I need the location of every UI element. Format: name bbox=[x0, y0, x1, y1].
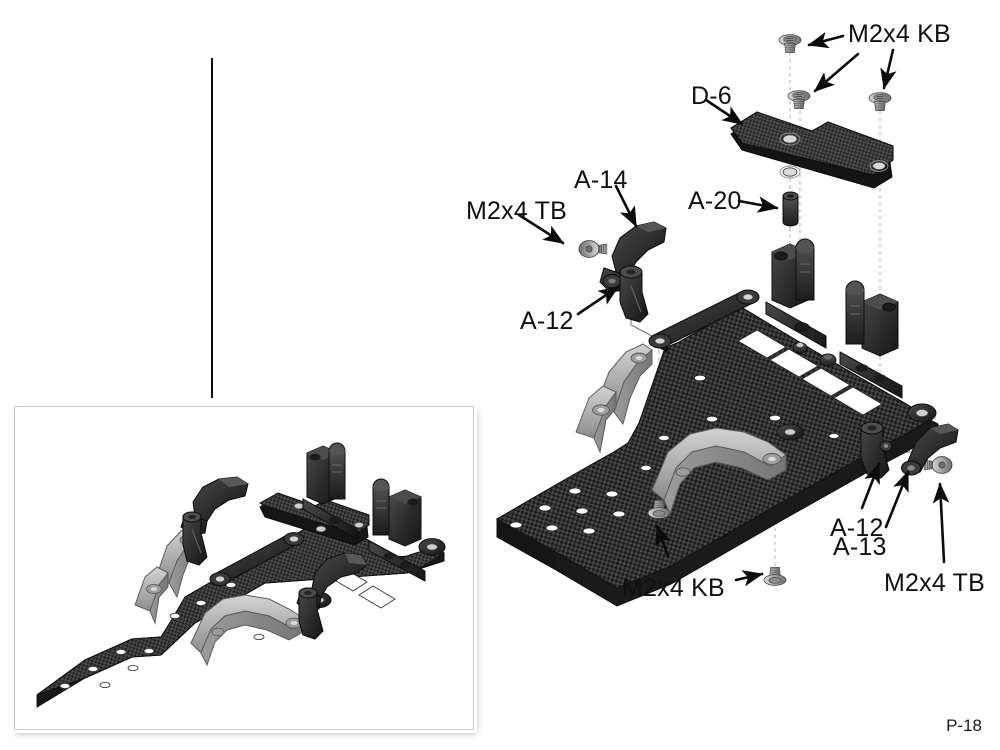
completed-assembly-drawing bbox=[36, 442, 446, 708]
inset-lever-lower bbox=[296, 552, 368, 640]
body-post-mount-right bbox=[839, 280, 903, 399]
completed-assembly-inset bbox=[14, 406, 474, 730]
chassis-mid-eye bbox=[776, 423, 804, 441]
inset-lever-upper bbox=[180, 476, 249, 566]
chassis-rear-eye bbox=[907, 403, 937, 423]
arrow-m2x4-tb-r bbox=[932, 482, 950, 564]
arrow-m2x4-kb-2 bbox=[813, 52, 860, 93]
label-a13: A-13 bbox=[833, 533, 887, 561]
label-m2x4-kb-top: M2x4 KB bbox=[848, 20, 951, 48]
inset-post-mount-left bbox=[302, 442, 358, 540]
label-a12-upper: A-12 bbox=[520, 307, 574, 335]
label-m2x4-kb-bottom: M2x4 KB bbox=[622, 574, 725, 602]
chassis-hardware-nubs bbox=[792, 342, 837, 367]
part-a20-spacer bbox=[782, 191, 799, 227]
screw-m2x4-kb-3 bbox=[868, 92, 892, 111]
label-a20: A-20 bbox=[688, 187, 742, 215]
part-d6-deck-plate bbox=[730, 111, 894, 189]
label-a12-lower: A-12 bbox=[830, 514, 884, 542]
arrow-a14 bbox=[614, 184, 638, 228]
label-m2x4-tb-right: M2x4 TB bbox=[884, 569, 985, 597]
inset-post-mount-right bbox=[368, 478, 426, 582]
arrow-m2x4-kb-1 bbox=[807, 32, 845, 49]
arrow-m2x4-kb-3 bbox=[880, 48, 897, 90]
screw-m2x4-tb-right bbox=[923, 456, 953, 474]
label-a14: A-14 bbox=[574, 166, 628, 194]
aluminium-bulkhead-upper bbox=[575, 343, 653, 454]
arrow-a20 bbox=[737, 196, 779, 213]
body-post-mount-left bbox=[765, 238, 827, 349]
screw-m2x4-kb-2 bbox=[787, 90, 811, 109]
arrow-m2x4-tb-l bbox=[517, 213, 565, 245]
part-a13-arm bbox=[901, 423, 959, 476]
part-a12-pivot-upper bbox=[619, 265, 649, 323]
arrow-m2x4-kb-4 bbox=[655, 524, 672, 558]
label-d6: D-6 bbox=[691, 82, 732, 110]
arrow-a13 bbox=[884, 470, 910, 529]
screw-m2x4-kb-1 bbox=[778, 34, 802, 53]
vertical-divider bbox=[211, 58, 213, 398]
label-m2x4-tb-left: M2x4 TB bbox=[466, 197, 567, 225]
arrow-m2x4-kb-5 bbox=[734, 570, 764, 587]
arrow-a12-lower bbox=[860, 462, 881, 510]
page-number: P-18 bbox=[946, 716, 982, 735]
arrow-a12-upper bbox=[576, 285, 620, 316]
screw-m2x4-tb-left bbox=[578, 240, 608, 258]
arrow-d6 bbox=[704, 98, 744, 126]
aluminium-bulkhead-lower bbox=[651, 427, 787, 516]
callout-arrows bbox=[517, 32, 950, 587]
screw-m2x4-kb-5 bbox=[763, 567, 787, 586]
